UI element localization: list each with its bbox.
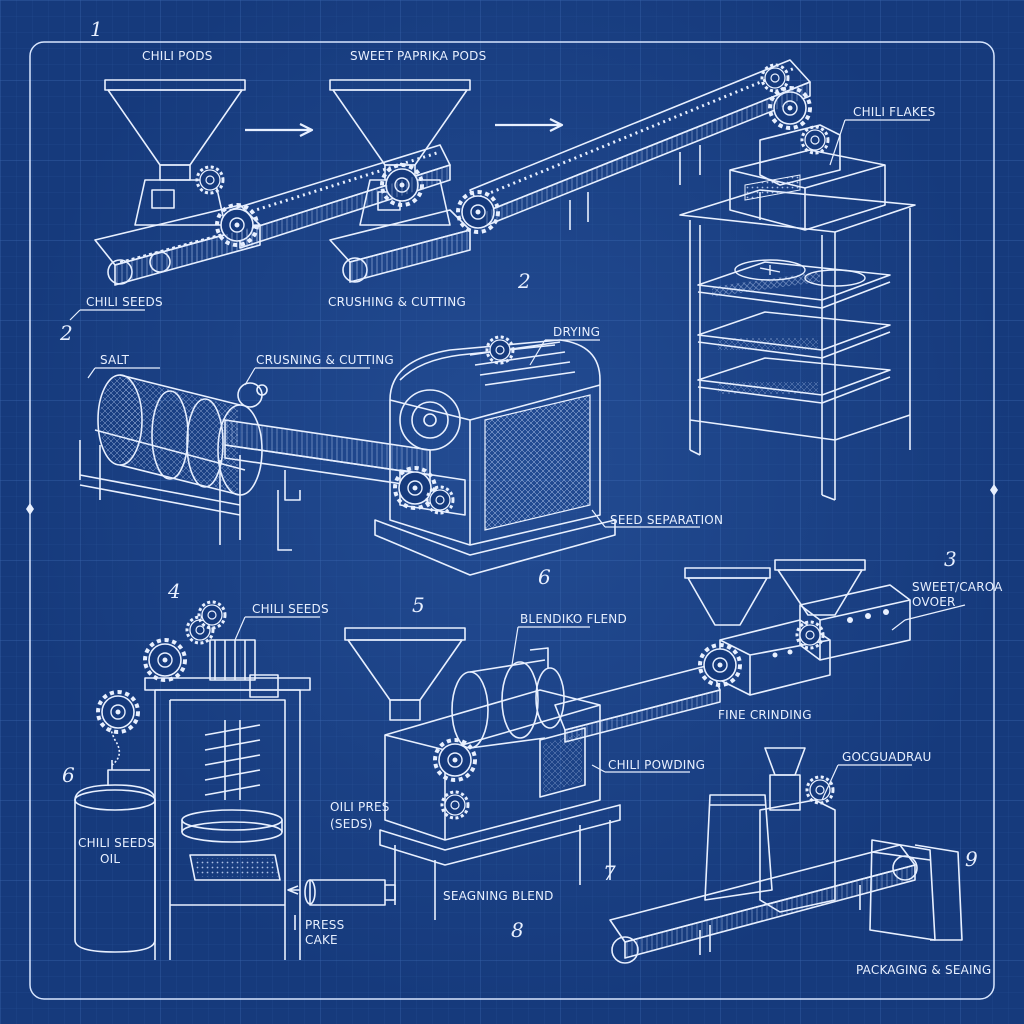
step-number-5: 5	[412, 593, 425, 617]
label-crushing-cutting-top: CRUSHING & CUTTING	[328, 295, 466, 309]
label-seed-separation: SEED SEPARATION	[610, 513, 724, 527]
label-chili-seeds-oil-line1: CHILI SEEDS	[78, 836, 155, 850]
label-chili-flakes: CHILI FLAKES	[853, 105, 936, 119]
label-chili-pods: CHILI PODS	[142, 49, 213, 63]
step-number-1: 1	[90, 17, 103, 41]
step-number-2-center: 2	[518, 269, 531, 293]
label-chili-seeds-top: CHILI SEEDS	[86, 295, 163, 309]
label-oil-press-line1: OILI PRES	[330, 800, 390, 814]
label-salt: SALT	[100, 353, 130, 367]
label-gocguadrau: GOCGUADRAU	[842, 750, 932, 764]
step-number-7: 7	[603, 861, 616, 885]
label-chili-seeds-oil-line2: OIL	[100, 852, 121, 866]
label-drying: DRYING	[553, 325, 601, 339]
step-number-3: 3	[944, 547, 957, 571]
step-number-8: 8	[511, 918, 524, 942]
step-number-6-center: 6	[538, 565, 551, 589]
label-fine-grinding: FINE CRINDING	[718, 708, 812, 722]
label-press-cake-line1: PRESS	[305, 918, 345, 932]
label-sweet-caroa-line1: SWEET/CAROA	[912, 580, 1003, 594]
label-packaging-sealing: PACKAGING & SEAING	[856, 963, 992, 977]
label-sweet-paprika-pods: SWEET PAPRIKA PODS	[350, 49, 487, 63]
label-blending-flend: BLENDIKO FLEND	[520, 612, 627, 626]
label-sweet-caroa-line2: OVOER	[912, 595, 956, 609]
label-oil-press-line2: (SEDS)	[330, 817, 373, 831]
step-number-2-left: 2	[60, 321, 73, 345]
label-press-cake-line2: CAKE	[305, 933, 338, 947]
label-chili-seeds-mid: CHILI SEEDS	[252, 602, 329, 616]
label-crushing-cutting-mid: CRUSNING & CUTTING	[256, 353, 394, 367]
label-seasoning-blend: SEAGNING BLEND	[443, 889, 554, 903]
step-number-9: 9	[965, 847, 978, 871]
step-number-6-left: 6	[62, 763, 75, 787]
label-chili-powding: CHILI POWDING	[608, 758, 706, 772]
step-number-4: 4	[168, 579, 181, 603]
